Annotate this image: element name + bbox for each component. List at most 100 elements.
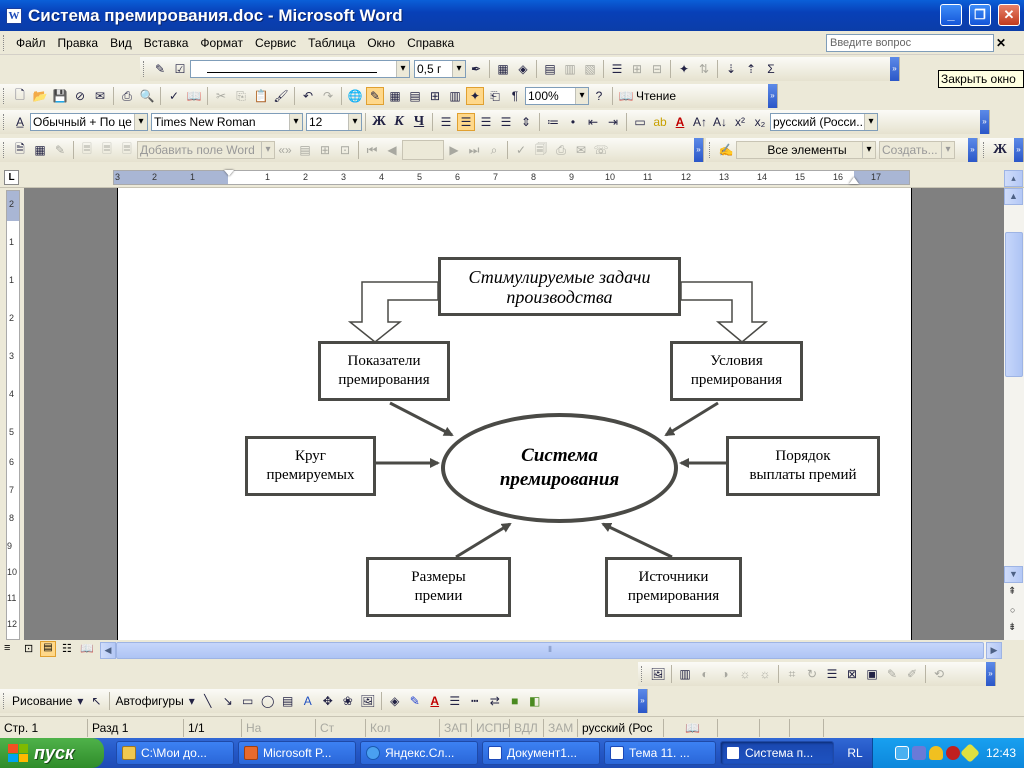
- scroll-left-button[interactable]: ◀: [100, 642, 116, 659]
- print-layout-icon[interactable]: ▤: [40, 641, 56, 657]
- vertical-scroll-thumb[interactable]: [1005, 232, 1023, 377]
- align-left-icon[interactable]: ☰: [440, 115, 452, 129]
- columns-icon[interactable]: ▥: [449, 89, 461, 103]
- add-word-field-combo[interactable]: Добавить поле Word: [137, 141, 275, 159]
- menu-edit[interactable]: Правка: [57, 35, 99, 50]
- copy-icon[interactable]: ⎘: [236, 88, 246, 103]
- toolbar-grip[interactable]: [3, 34, 7, 51]
- pen-color-icon[interactable]: ✒: [470, 62, 482, 76]
- fill-bucket-icon[interactable]: ◈: [518, 62, 528, 76]
- line-style-icon[interactable]: ☰: [449, 694, 461, 708]
- spelling-status-icon[interactable]: 📖: [664, 718, 718, 737]
- ruler-scale[interactable]: 3 2 1 1 2 3 4 5 6 7 8 9 10 11 12 13 14 1…: [113, 170, 910, 185]
- menu-insert[interactable]: Вставка: [143, 35, 189, 50]
- toolbar-grip[interactable]: [3, 88, 7, 104]
- sort-desc-icon[interactable]: ⇡: [745, 62, 757, 76]
- insert-picture-icon[interactable]: 🖼: [360, 694, 376, 708]
- align-icon[interactable]: ☰: [611, 62, 623, 76]
- ruler-toggle-button[interactable]: ▴: [1004, 170, 1023, 187]
- subscript-icon[interactable]: x₂: [754, 115, 766, 129]
- close-window-button[interactable]: ✕: [998, 4, 1020, 26]
- more-brightness-icon[interactable]: ☼: [739, 667, 751, 681]
- previous-record-icon[interactable]: ◀: [387, 143, 397, 157]
- center-ellipse-bonus-system[interactable]: Система премирования: [441, 413, 678, 523]
- browse-object-icon[interactable]: ○: [1010, 605, 1016, 615]
- taskbar-item-topic11[interactable]: Тема 11. ...: [604, 741, 716, 765]
- record-number-input[interactable]: [402, 140, 444, 160]
- transparent-color-icon[interactable]: ✐: [906, 667, 918, 681]
- toolbar-options-chevron[interactable]: »: [968, 138, 977, 162]
- underline-button[interactable]: Ч: [413, 114, 425, 129]
- tab-selector-icon[interactable]: L: [4, 170, 19, 185]
- toolbar-grip[interactable]: [3, 693, 7, 709]
- select-objects-icon[interactable]: ↖: [91, 694, 102, 708]
- toolbar-options-chevron[interactable]: »: [638, 689, 647, 713]
- drawing-toggle-icon[interactable]: ✎: [366, 87, 384, 105]
- web-view-icon[interactable]: ⊡: [24, 643, 34, 655]
- toolbar-grip[interactable]: [3, 142, 7, 158]
- line-style-combo[interactable]: [190, 60, 410, 78]
- outside-border-icon[interactable]: ▭: [634, 115, 646, 129]
- language-indicator[interactable]: RL: [847, 746, 863, 760]
- reset-picture-icon[interactable]: ⟲: [933, 667, 945, 681]
- help-icon[interactable]: ?: [595, 89, 603, 103]
- font-combo[interactable]: Times New Roman: [151, 113, 303, 131]
- word-app-icon[interactable]: W: [6, 7, 22, 24]
- font-color-icon[interactable]: A: [430, 694, 440, 708]
- line-width-combo[interactable]: 0,5 г: [414, 60, 466, 78]
- next-record-icon[interactable]: ▶: [449, 143, 459, 157]
- horizontal-scroll-thumb[interactable]: ⦀: [116, 642, 984, 659]
- title-bar[interactable]: W Система премирования.doc - Microsoft W…: [0, 0, 1024, 31]
- italic-button[interactable]: К: [394, 114, 404, 129]
- last-record-icon[interactable]: ⏭: [468, 142, 480, 157]
- format-styles-icon[interactable]: ✍: [718, 143, 734, 157]
- next-page-icon[interactable]: ⇟: [1008, 622, 1017, 633]
- insert-picture-icon[interactable]: 🖼: [650, 667, 666, 681]
- zoom-combo[interactable]: 100%: [525, 87, 589, 105]
- toolbar-options-chevron[interactable]: »: [694, 138, 703, 162]
- previous-page-icon[interactable]: ⇞: [1008, 586, 1017, 597]
- autoshapes-menu-button[interactable]: Автофигуры: [115, 694, 184, 708]
- text-wrapping-icon[interactable]: ▣: [866, 667, 878, 681]
- justify-icon[interactable]: ☰: [500, 115, 512, 129]
- align-right-icon[interactable]: ☰: [480, 115, 492, 129]
- open-data-source-icon[interactable]: ▦: [34, 143, 46, 157]
- box-stimulated-tasks[interactable]: Стимулируемые задачи производства: [438, 257, 681, 316]
- font-color-icon[interactable]: A: [675, 115, 685, 129]
- menu-view[interactable]: Вид: [110, 35, 132, 50]
- checkbox-icon[interactable]: ☑: [174, 62, 186, 76]
- distribute-rows-icon[interactable]: ⊞: [631, 62, 643, 76]
- toolbar-grip[interactable]: [709, 142, 713, 158]
- create-style-combo[interactable]: Создать...: [879, 141, 955, 159]
- first-record-icon[interactable]: ⏮: [366, 142, 378, 157]
- menu-window[interactable]: Окно: [367, 35, 396, 50]
- fill-color-icon[interactable]: ◈: [390, 694, 400, 708]
- maximize-button[interactable]: ❐: [969, 4, 991, 26]
- highlight-icon[interactable]: ab: [653, 115, 667, 129]
- bold-button[interactable]: Ж: [993, 142, 1007, 157]
- document-map-icon[interactable]: ⎗: [490, 88, 500, 103]
- format-picture-icon[interactable]: ✎: [886, 667, 898, 681]
- wordart-icon[interactable]: A: [303, 694, 312, 708]
- save-icon[interactable]: 💾: [52, 89, 68, 103]
- taskbar-item-browser[interactable]: Яндекс.Сл...: [360, 741, 478, 765]
- scroll-up-button[interactable]: ▲: [1004, 188, 1023, 205]
- chevron-down-icon[interactable]: ▾: [77, 694, 84, 708]
- less-contrast-icon[interactable]: ◑: [721, 667, 729, 681]
- status-language[interactable]: русский (Рос: [578, 718, 664, 737]
- toolbar-grip[interactable]: [143, 61, 147, 77]
- diagram-icon[interactable]: ✥: [322, 694, 333, 708]
- toolbar-options-chevron[interactable]: »: [986, 662, 995, 686]
- line-spacing-icon[interactable]: ⇕: [520, 115, 532, 129]
- less-brightness-icon[interactable]: ☼: [759, 667, 771, 681]
- propagate-icon[interactable]: ⊡: [339, 143, 351, 157]
- line-color-icon[interactable]: ✎: [409, 694, 420, 708]
- view-merged-icon[interactable]: «»: [278, 143, 292, 157]
- autosum-icon[interactable]: Σ: [767, 62, 775, 76]
- line-style-icon[interactable]: ☰: [826, 667, 838, 681]
- align-center-icon[interactable]: ☰: [457, 113, 475, 131]
- drawing-menu-button[interactable]: Рисование: [12, 694, 73, 708]
- language-combo[interactable]: русский (Росси...: [770, 113, 878, 131]
- permission-icon[interactable]: ⊘: [74, 89, 86, 103]
- sort-asc-icon[interactable]: ⇣: [725, 62, 737, 76]
